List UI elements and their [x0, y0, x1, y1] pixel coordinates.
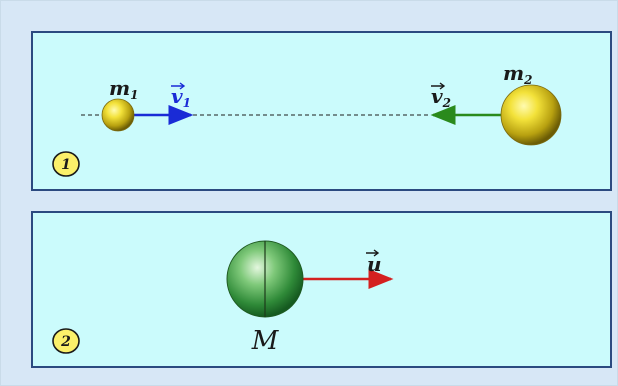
velocity-1-label: v1: [171, 84, 191, 110]
panel-after-collision: u M 2: [31, 211, 612, 368]
panel-2-drawing: u M 2: [52, 240, 394, 356]
step-2-badge: [52, 328, 80, 354]
ball-m1: [101, 98, 135, 132]
vector-arrow-icon: [431, 82, 446, 90]
mass-M-label: M: [251, 326, 280, 356]
step-2-number: 2: [60, 334, 71, 350]
mass-m1-label: m1: [109, 76, 139, 102]
panel-before-collision: m1 v1 v2 m2 1: [31, 31, 612, 191]
mass-m2-label: m2: [503, 61, 533, 87]
step-1-badge: [52, 151, 80, 177]
vector-arrow-icon: [366, 249, 380, 257]
ball-m2: [500, 84, 562, 146]
velocity-u-label: u: [367, 252, 382, 276]
vector-arrow-icon: [171, 82, 186, 90]
velocity-2-label: v2: [431, 84, 451, 110]
step-1-number: 1: [61, 157, 71, 173]
panel-1-drawing: m1 v1 v2 m2 1: [52, 61, 562, 177]
